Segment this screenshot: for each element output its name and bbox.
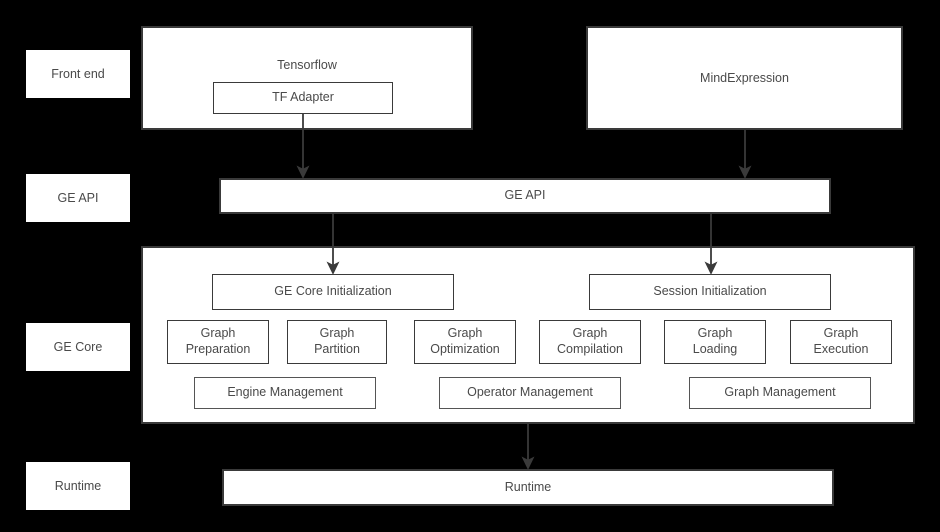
management-engine-label: Engine Management	[227, 385, 343, 400]
module-graph-execution[interactable]: Graph Execution	[790, 320, 892, 364]
ge-core-initialization-label: GE Core Initialization	[274, 284, 392, 299]
module-graph-loading-label: Graph Loading	[692, 326, 738, 356]
mindexpression-container: MindExpression	[586, 26, 903, 130]
ge-api-bar[interactable]: GE API	[219, 178, 831, 214]
session-initialization-label: Session Initialization	[653, 284, 767, 299]
module-graph-loading[interactable]: Graph Loading	[664, 320, 766, 364]
module-graph-partition[interactable]: Graph Partition	[287, 320, 387, 364]
ge-api-label: GE API	[504, 188, 546, 203]
lane-label-ge-core: GE Core	[26, 323, 130, 371]
management-operator[interactable]: Operator Management	[439, 377, 621, 409]
module-graph-optimization-label: Graph Optimization	[430, 326, 500, 356]
lane-label-runtime: Runtime	[26, 462, 130, 510]
ge-core-initialization-box[interactable]: GE Core Initialization	[212, 274, 454, 310]
tensorflow-title: Tensorflow	[277, 58, 337, 72]
module-graph-compilation[interactable]: Graph Compilation	[539, 320, 641, 364]
lane-label-runtime-text: Runtime	[54, 479, 102, 493]
runtime-label: Runtime	[504, 479, 552, 494]
lane-label-ge-core-text: GE Core	[53, 340, 103, 354]
lane-label-front-end: Front end	[26, 50, 130, 98]
runtime-bar[interactable]: Runtime	[222, 469, 834, 506]
tf-adapter-label: TF Adapter	[272, 90, 334, 105]
management-graph-label: Graph Management	[724, 385, 836, 400]
module-graph-compilation-label: Graph Compilation	[556, 326, 623, 356]
management-operator-label: Operator Management	[467, 385, 593, 400]
management-engine[interactable]: Engine Management	[194, 377, 376, 409]
session-initialization-box[interactable]: Session Initialization	[589, 274, 831, 310]
lane-label-ge-api: GE API	[26, 174, 130, 222]
module-graph-preparation-label: Graph Preparation	[185, 326, 251, 356]
tensorflow-container: Tensorflow	[141, 26, 473, 130]
lane-label-ge-api-text: GE API	[57, 191, 99, 205]
management-graph[interactable]: Graph Management	[689, 377, 871, 409]
module-graph-partition-label: Graph Partition	[314, 326, 360, 356]
tf-adapter-box[interactable]: TF Adapter	[213, 82, 393, 114]
module-graph-optimization[interactable]: Graph Optimization	[414, 320, 516, 364]
mindexpression-title: MindExpression	[700, 71, 789, 85]
module-graph-execution-label: Graph Execution	[813, 326, 869, 356]
module-graph-preparation[interactable]: Graph Preparation	[167, 320, 269, 364]
lane-label-front-end-text: Front end	[51, 67, 105, 81]
